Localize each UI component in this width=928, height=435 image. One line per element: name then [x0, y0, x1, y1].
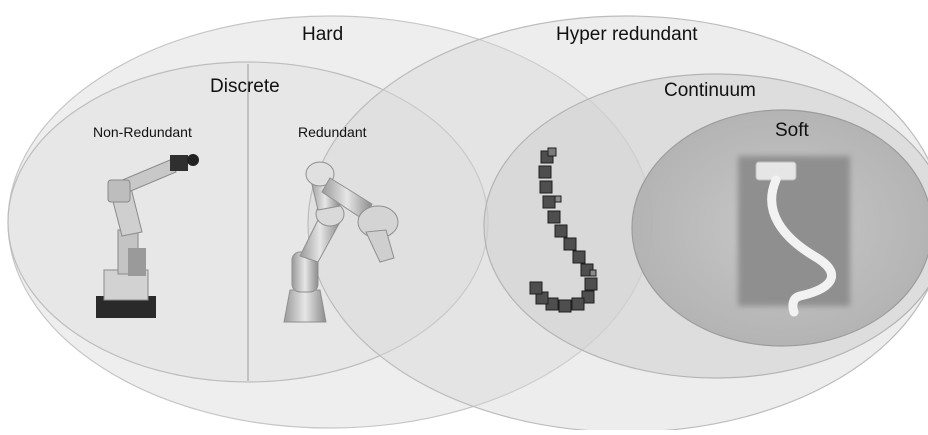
continuum-set-label: Continuum — [664, 80, 756, 101]
snake-robot-icon — [529, 147, 598, 313]
hard-set-label: Hard — [302, 24, 344, 45]
discrete-set-label: Discrete — [210, 76, 280, 97]
industrial-robot-arm-icon — [96, 154, 199, 318]
collaborative-robot-arm-icon — [283, 161, 399, 323]
soft-set-label: Soft — [775, 120, 809, 141]
soft-tentacle-robot-icon — [738, 156, 850, 317]
redundant-subset-label: Redundant — [298, 124, 367, 140]
hyper-redundant-set-label: Hyper redundant — [556, 24, 698, 45]
non-redundant-subset-label: Non-Redundant — [93, 124, 192, 140]
